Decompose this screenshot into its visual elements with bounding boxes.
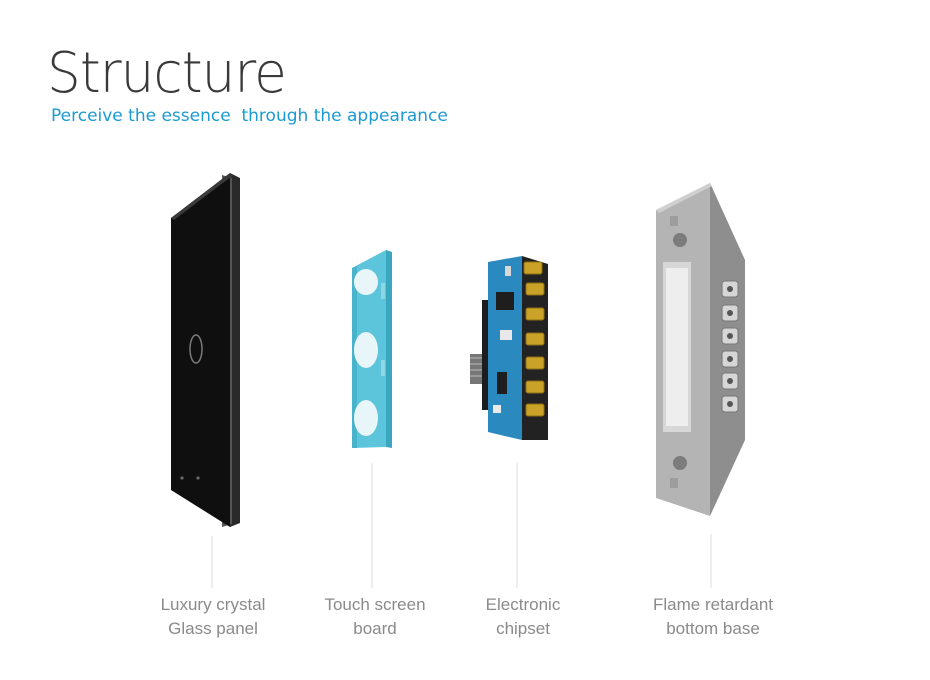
bottom-base-illustration bbox=[656, 183, 745, 516]
page-subtitle: Perceive the essence through the appeara… bbox=[51, 106, 448, 126]
page-title: Structure bbox=[47, 41, 287, 106]
glass-panel-illustration bbox=[171, 173, 240, 527]
caption-line: Luxury crystal bbox=[160, 595, 266, 614]
caption-line: chipset bbox=[496, 619, 550, 638]
caption-line: Flame retardant bbox=[653, 595, 773, 614]
caption-line: bottom base bbox=[666, 619, 760, 638]
touch-button-icon bbox=[189, 334, 203, 364]
caption-line: Electronic bbox=[485, 595, 561, 614]
caption-line: board bbox=[353, 619, 397, 638]
leader-lines bbox=[211, 463, 712, 588]
caption-line: Glass panel bbox=[168, 619, 258, 638]
caption-glass-panel: Luxury crystal Glass panel bbox=[128, 593, 298, 641]
touch-board-illustration bbox=[352, 250, 392, 448]
electronic-chipset-illustration bbox=[470, 256, 548, 440]
caption-electronic-chipset: Electronic chipset bbox=[438, 593, 608, 641]
caption-line: Touch screen bbox=[324, 595, 426, 614]
caption-bottom-base: Flame retardant bottom base bbox=[628, 593, 798, 641]
caption-touch-board: Touch screen board bbox=[290, 593, 460, 641]
